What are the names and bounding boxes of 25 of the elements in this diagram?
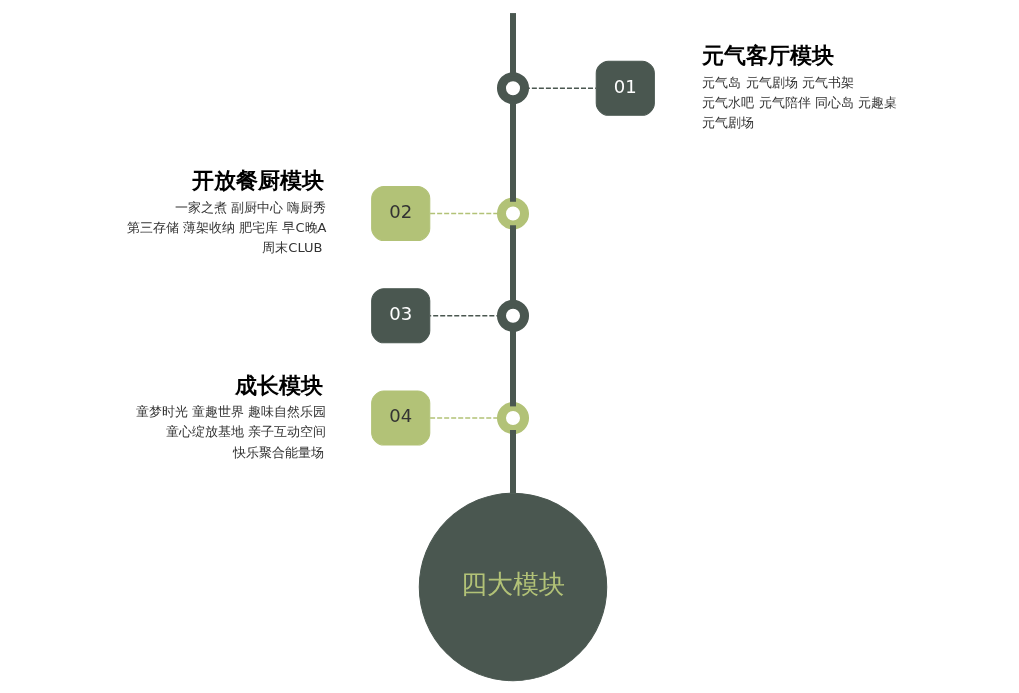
node-label: 开放餐厨模块 bbox=[191, 168, 324, 194]
node-label: 成长模块 bbox=[234, 372, 323, 398]
node-label: 快乐聚合能量场 bbox=[232, 444, 324, 460]
node-circle bbox=[496, 197, 529, 230]
node-label: 元气剧场 bbox=[701, 114, 754, 130]
node-label: 童心绽放基地 亲子互动空间 bbox=[165, 424, 326, 440]
connector bbox=[509, 100, 516, 202]
node-box: 02 bbox=[370, 185, 430, 242]
connector bbox=[509, 13, 516, 77]
node-label: 元气水吧 元气陪伴 同心岛 元趣桌 bbox=[701, 94, 897, 110]
node-label: 元气客厅模块 bbox=[701, 42, 834, 68]
node-circle bbox=[496, 72, 529, 105]
connector bbox=[509, 430, 516, 494]
connector bbox=[509, 327, 516, 407]
node-circle bbox=[496, 299, 529, 332]
node-circle bbox=[496, 402, 529, 435]
node-box: 03 bbox=[370, 288, 430, 344]
node-circle: 四大模块 bbox=[418, 492, 607, 682]
node-label: 童梦时光 童趣世界 趣味自然乐园 bbox=[135, 404, 326, 420]
node-label: 一家之煮 副厨中心 嗨厨秀 bbox=[174, 199, 326, 215]
node-label: 第三存储 薄架收纳 肥宅库 早C晚A bbox=[126, 219, 326, 235]
node-box: 01 bbox=[595, 60, 655, 116]
node-box: 04 bbox=[370, 390, 430, 446]
node-label: 元气岛 元气剧场 元气书架 bbox=[701, 74, 854, 90]
node-label: 周末CLUB bbox=[261, 240, 323, 256]
